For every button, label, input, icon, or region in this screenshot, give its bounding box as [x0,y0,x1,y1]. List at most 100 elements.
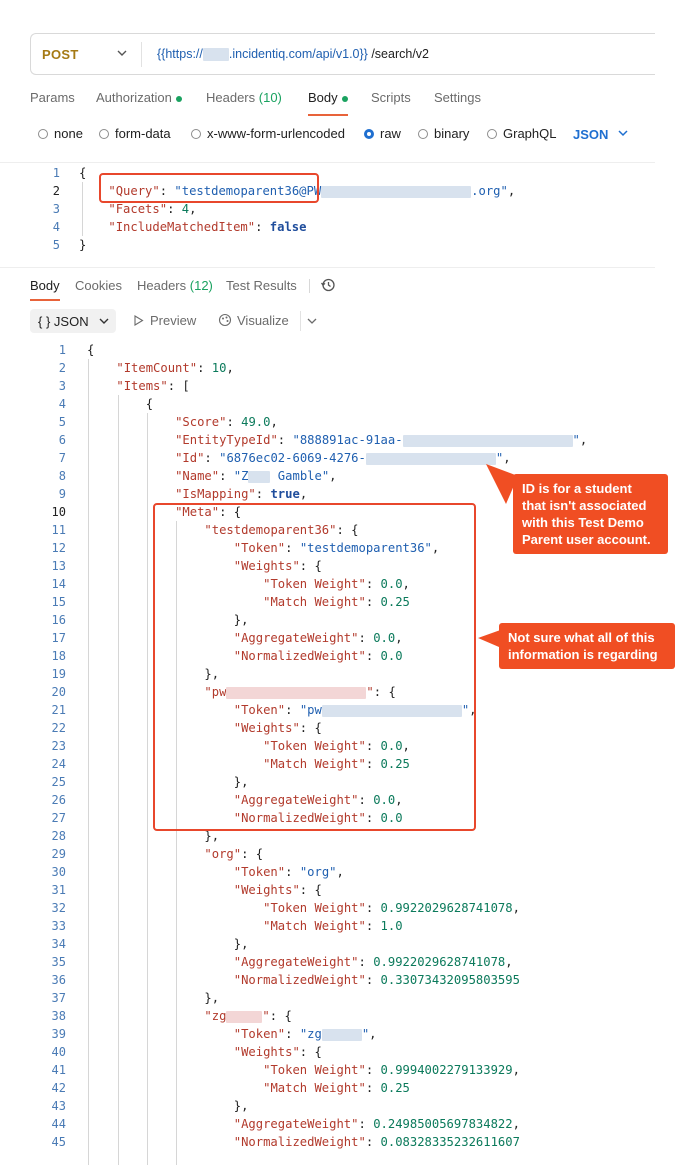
chevron-down-icon[interactable] [617,127,629,139]
tab-body[interactable]: Body [308,90,348,105]
callout-meta-note: Not sure what all of this information is… [499,623,675,669]
code-line: }, [233,937,249,951]
line-number: 16 [51,613,66,627]
line-number: 19 [51,667,66,681]
line-number: 34 [51,937,66,951]
response-format-select[interactable]: { } JSON [30,309,116,333]
line-number: 26 [51,793,66,807]
redacted-block [321,185,472,198]
line-number: 44 [51,1117,66,1131]
tab-params[interactable]: Params [30,90,75,105]
tab-settings[interactable]: Settings [434,90,481,105]
radio-raw[interactable]: raw [364,126,401,141]
url-divider [141,42,142,67]
line-number: 42 [51,1081,66,1095]
radio-urlencoded[interactable]: x-www-form-urlencoded [191,126,345,141]
line-number: 9 [58,487,66,501]
code-line: "org": { [204,847,264,861]
facets-key: "Facets" [108,202,168,216]
tab-scripts[interactable]: Scripts [371,90,411,105]
code-line: }, [233,775,249,789]
url-bar: POST {{https://.incidentiq.com/api/v1.0}… [30,33,655,75]
radio-icon [418,128,428,139]
play-icon [134,315,144,326]
code-line: "Meta": { [175,505,242,519]
line-number: 2 [58,361,66,375]
radio-icon [487,128,497,139]
facets-value: 4 [181,202,190,216]
format-select[interactable]: JSON [573,127,609,142]
line-number: 6 [58,433,66,447]
code-line: "AggregateWeight": 0.24985005697834822, [233,1117,520,1131]
callout-id-note: ID is for a student that isn't associate… [513,474,668,554]
code-line: "pw": { [204,685,396,699]
radio-graphql[interactable]: GraphQL [487,126,556,141]
line-number: 4 [52,220,60,234]
line-number: 8 [58,469,66,483]
callout-pointer [486,464,518,504]
include-key: "IncludeMatchedItem" [108,220,256,234]
code-line: "Token": "pw", [233,703,477,717]
line-number: 40 [51,1045,66,1059]
line-number: 14 [51,577,66,591]
code-line: }, [204,829,220,843]
tab-headers-label: Headers [137,278,187,293]
tab-response-body[interactable]: Body [30,278,60,293]
tab-headers[interactable]: Headers (10) [206,90,282,105]
radio-none[interactable]: none [38,126,83,141]
divider [300,311,301,331]
code-line: "AggregateWeight": 0.0, [233,793,403,807]
code-line: "NormalizedWeight": 0.08328335232611607 [233,1135,520,1149]
line-number: 5 [58,415,66,429]
line-number: 3 [52,202,60,216]
chevron-down-icon [99,318,109,324]
chevron-down-icon[interactable] [115,46,129,60]
line-number: 13 [51,559,66,573]
code-line: "Match Weight": 0.25 [263,1081,410,1095]
status-dot [341,95,348,102]
code-line: "zg": { [204,1009,292,1023]
active-tab-underline [308,114,348,116]
line-number: 24 [51,757,66,771]
line-number: 29 [51,847,66,861]
tab-response-headers[interactable]: Headers (12) [137,278,213,293]
radio-icon [38,128,48,139]
code-line: "Match Weight": 0.25 [263,757,410,771]
code-line: "Token Weight": 0.0, [263,577,410,591]
query-value-end: .org" [471,184,508,198]
line-number: 10 [51,505,66,519]
radio-icon [191,128,201,139]
highlight-box-query [99,173,319,203]
code-line: "NormalizedWeight": 0.33073432095803595 [233,973,520,987]
preview-button[interactable]: Preview [133,313,196,328]
tab-cookies[interactable]: Cookies [75,278,122,293]
line-number: 11 [51,523,66,537]
tab-test-results[interactable]: Test Results [226,278,297,293]
line-number: 18 [51,649,66,663]
line-number: 17 [51,631,66,645]
code-line: "Weights": { [233,721,322,735]
chevron-down-icon[interactable] [306,315,318,327]
method-select[interactable]: POST [42,47,79,62]
radio-binary[interactable]: binary [418,126,469,141]
radio-label: GraphQL [503,126,557,141]
code-line: "Token Weight": 0.9922029628741078, [263,901,520,915]
highlight-box-meta [153,503,476,831]
line-number: 38 [51,1009,66,1023]
indent-guide [82,182,83,236]
code-line: "AggregateWeight": 0.0, [233,631,403,645]
line-number: 1 [58,343,66,357]
close-brace: } [79,238,87,252]
tab-authorization[interactable]: Authorization [96,90,182,105]
visualize-button[interactable]: Visualize [218,313,289,328]
radio-label: form-data [115,126,171,141]
radio-form-data[interactable]: form-data [99,126,171,141]
history-icon[interactable] [320,277,336,293]
code-line: }, [233,613,249,627]
line-number: 45 [51,1135,66,1149]
radio-icon [99,128,109,139]
url-input[interactable]: {{https://.incidentiq.com/api/v1.0}} /se… [157,47,429,62]
line-number: 23 [51,739,66,753]
format-label: { } JSON [38,314,89,329]
